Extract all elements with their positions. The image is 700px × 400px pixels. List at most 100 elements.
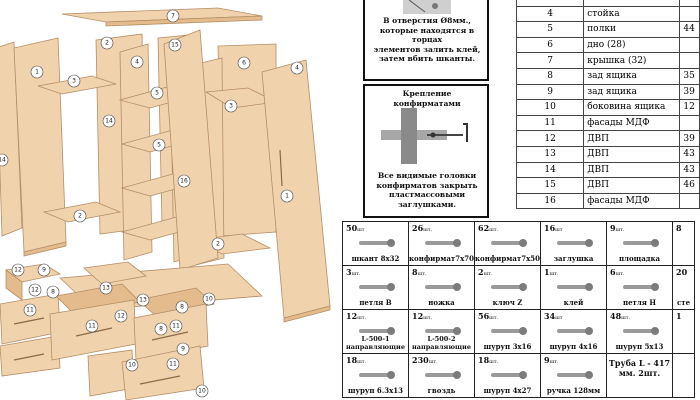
hardware-label: конфирмат7x70 (409, 254, 474, 263)
callout: 8 (46, 285, 60, 299)
hardware-qty-number: 34 (544, 311, 556, 321)
callout: 4 (130, 55, 144, 69)
drawer-low-handle (139, 375, 181, 385)
callout: 4 (290, 61, 304, 75)
hardware-qty-number: 56 (478, 311, 490, 321)
drawer-left-front-2 (0, 335, 61, 377)
parts-table-body: 3полки174стойка5полки446дно (28)7крышка … (515, 0, 700, 210)
svg-text:2: 2 (78, 213, 82, 220)
hardware-part-icon (623, 327, 659, 335)
hardware-cell: 9шт.ручка 128мм (540, 353, 607, 398)
hardware-part-icon (557, 371, 593, 379)
svg-text:11: 11 (172, 323, 180, 330)
part-size-partial: 43 (679, 145, 700, 163)
hardware-qty-number: 20 (676, 267, 688, 277)
hardware-qty-unit: шт. (489, 359, 499, 365)
callout: 12 (114, 309, 128, 323)
hardware-qty: 20 (676, 267, 687, 277)
dowel-note-line: В отверстия Ø8мм., (383, 16, 471, 25)
part-left-side-edge (23, 241, 67, 257)
hardware-cell: 1шт.клей (540, 265, 607, 310)
hardware-part-icon (359, 283, 395, 291)
hardware-cell: 2шт.ключ Z (474, 265, 541, 310)
hardware-qty-number: 8 (412, 267, 418, 277)
svg-text:5: 5 (157, 142, 161, 149)
part-name: фасады МДФ (583, 192, 681, 210)
part-size-partial: 12 (679, 99, 700, 116)
hardware-qty: 62шт. (478, 223, 498, 233)
hardware-qty-unit: шт. (351, 271, 361, 277)
part-right-door (261, 59, 331, 319)
callout: 8 (154, 322, 168, 336)
svg-text:11: 11 (26, 307, 34, 314)
hardware-qty-number: 6 (610, 267, 616, 277)
part-size-partial: 46 (679, 177, 700, 194)
hardware-qty: 1шт. (544, 267, 559, 277)
part-size-partial: 35 (679, 67, 700, 85)
callout: 11 (169, 319, 183, 333)
confirmat-illustration (381, 108, 468, 164)
hardware-cell: 230шт. гвоздь (408, 353, 475, 398)
hardware-cell: 62шт.конфирмат7x50 (474, 221, 541, 266)
hardware-label: ручка 128мм (546, 386, 601, 395)
hardware-cell: 18шт.шуруп 4x27 (474, 353, 541, 398)
hardware-cell: 3шт.петля В (342, 265, 409, 310)
hardware-qty: 230шт. (412, 355, 438, 365)
hardware-qty: 34шт (544, 311, 563, 321)
svg-text:11: 11 (169, 361, 177, 368)
part-number: 15 (515, 177, 585, 194)
hardware-qty-number: 2 (478, 267, 484, 277)
hardware-part-icon (557, 283, 593, 291)
drawer-mid-top (83, 261, 147, 285)
hardware-part-icon (425, 239, 461, 247)
hardware-part-icon (425, 283, 461, 291)
hardware-qty-number: 16 (544, 223, 556, 233)
hardware-qty: 50шт (346, 223, 365, 233)
part-number: 12 (515, 130, 585, 147)
callout: 6 (237, 56, 251, 70)
hardware-qty-number: 18 (478, 355, 490, 365)
hardware-qty-unit: шт. (423, 227, 433, 233)
part-number: 5 (515, 21, 585, 38)
hardware-qty: 9шт. (610, 223, 625, 233)
hardware-qty: 18шт. (346, 355, 366, 365)
hardware-cell: 9шт.площадка (606, 221, 673, 266)
confirmat-note-line: конфирматов закрыть (376, 180, 478, 190)
callout: 2 (100, 36, 114, 50)
part-size-partial (679, 36, 700, 54)
svg-text:9: 9 (42, 267, 46, 274)
callout: 5 (150, 86, 164, 100)
hardware-qty: 26шт. (412, 223, 432, 233)
callout: 10 (195, 384, 209, 398)
part-size-partial (679, 52, 700, 69)
part-callouts: 7 1 3 2 15 6 4 5 16 4 14 1 14 3 5 2 2 12… (0, 9, 304, 398)
callout: 16 (177, 174, 191, 188)
svg-text:1: 1 (35, 69, 39, 76)
hardware-label: гвоздь (427, 386, 456, 395)
svg-text:14: 14 (0, 157, 6, 164)
hardware-qty-unit: шт. (417, 271, 427, 277)
hardware-qty-unit: шт (357, 227, 365, 233)
parts-table: 3полки174стойка5полки446дно (28)7крышка … (515, 0, 700, 210)
hardware-part-icon (623, 283, 659, 291)
part-number: 8 (515, 67, 585, 85)
hardware-qty-unit: шт. (615, 271, 625, 277)
confirmat-note: Все видимые головки конфирматов закрыть … (371, 171, 483, 209)
svg-text:14: 14 (105, 118, 113, 125)
hardware-label: ключ Z (492, 298, 523, 307)
callout: 11 (23, 303, 37, 317)
hardware-qty: 8 (676, 223, 682, 233)
part-number: 13 (515, 145, 585, 163)
hardware-cell: 48шт.шуруп 5x13 (606, 309, 673, 354)
svg-text:2: 2 (216, 241, 220, 248)
part-size-partial: 44 (679, 21, 700, 38)
svg-text:11: 11 (88, 323, 96, 330)
